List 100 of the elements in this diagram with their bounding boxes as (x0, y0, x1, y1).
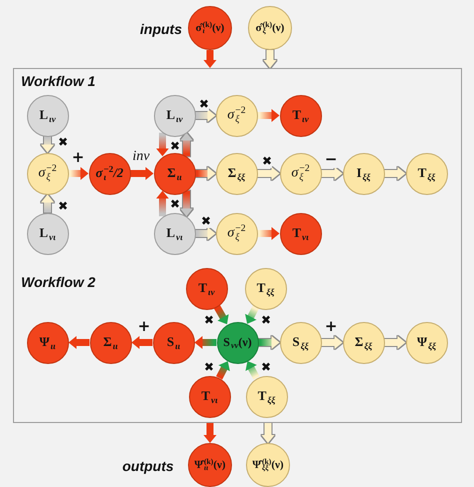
node-label: σ$_{ι}$$^{−2}$/2 (96, 165, 124, 182)
node-label: Ψ$_{ιι}$ (39, 334, 56, 351)
variable-node (216, 94, 258, 136)
variable-node (152, 322, 194, 364)
variable-node (154, 152, 196, 194)
node-label: T$_{νι}$ (292, 225, 309, 242)
arrow (180, 132, 193, 156)
edge-label: ✖ (198, 97, 210, 111)
node-label: Σ$_{ιι}$ (103, 334, 118, 351)
variable-node (154, 94, 196, 136)
variable-node (88, 152, 130, 194)
output-node (246, 443, 290, 487)
variable-node (186, 268, 228, 310)
arrow (262, 423, 274, 443)
edge-label: ✖ (260, 360, 272, 374)
arrow (258, 109, 280, 122)
variable-node (154, 212, 196, 254)
frame-heading: Workflow 2 (21, 275, 96, 290)
variable-node (280, 212, 322, 254)
arrow (156, 132, 169, 156)
arrow (68, 336, 90, 349)
arrow (41, 194, 54, 212)
arrow (130, 167, 154, 180)
node-label: T$_{ξξ}$ (256, 280, 274, 297)
arrow (258, 227, 280, 240)
edge-label: ✖ (260, 313, 272, 327)
arrow (244, 306, 259, 326)
arrow (384, 336, 406, 349)
arrow (244, 359, 260, 380)
edge-label: ✖ (262, 154, 272, 168)
arrow (68, 167, 88, 180)
arrow (194, 336, 216, 349)
arrow (180, 190, 193, 216)
variable-node (26, 152, 68, 194)
variable-node (90, 322, 132, 364)
node-label: L$_{νι}$ (166, 225, 183, 242)
variable-node (216, 212, 258, 254)
variable-node (26, 212, 68, 254)
edge-label: ✖ (58, 199, 68, 213)
workflow-frame (13, 68, 462, 423)
frame-heading: Workflow 1 (21, 74, 96, 90)
node-label: L$_{ιν}$ (166, 107, 183, 124)
edge-label: ✖ (200, 214, 212, 228)
variable-node (244, 268, 286, 310)
arrow (204, 50, 216, 68)
variable-node (280, 322, 322, 364)
input-node (248, 6, 292, 50)
node-label: Σ$_{ιι}$ (167, 165, 182, 182)
variable-node (216, 152, 258, 194)
variable-node (342, 322, 384, 364)
arrow (258, 336, 280, 349)
node-label: L$_{ιν}$ (39, 107, 56, 124)
variable-node (342, 152, 384, 194)
arrow (196, 109, 216, 122)
arrow (156, 190, 169, 216)
edge-label: ✖ (204, 313, 214, 327)
input-node (188, 6, 232, 50)
variable-node (188, 376, 230, 418)
node-label: T$_{ιν}$ (292, 107, 309, 124)
node-label: T$_{νι}$ (201, 388, 218, 405)
io-label: inputs (140, 21, 182, 37)
arrow (196, 167, 216, 180)
node-label: S$_{ξξ}$ (292, 334, 309, 351)
variable-node (26, 94, 68, 136)
arrow (41, 136, 54, 152)
arrow (384, 167, 406, 180)
node-label: T$_{ξξ}$ (418, 165, 436, 182)
variable-node (246, 376, 288, 418)
node-label: L$_{νι}$ (39, 225, 56, 242)
variable-node (26, 322, 68, 364)
variable-node (280, 94, 322, 136)
node-label: σ̂$_{ι}$$^{(k)}$(ν) (196, 20, 224, 36)
arrow (322, 336, 342, 349)
edge-label: ✖ (170, 139, 180, 153)
arrow (132, 336, 152, 349)
output-node (188, 443, 232, 487)
variable-node (216, 322, 258, 364)
node-label: I$_{ξξ}$ (356, 165, 370, 182)
edge-label: ✖ (204, 360, 214, 374)
node-label: T$_{ξξ}$ (258, 388, 276, 405)
arrow (196, 227, 216, 240)
node-label: S$_{ιι}$ (166, 334, 180, 351)
arrow (322, 167, 342, 180)
node-label: Σ$_{ξξ}$ (354, 334, 372, 351)
arrow (214, 304, 230, 326)
arrow (216, 360, 231, 380)
node-label: T$_{ιν}$ (198, 280, 215, 297)
variable-node (406, 322, 448, 364)
variable-node (406, 152, 448, 194)
node-label: Σ$_{ξξ}$ (228, 165, 246, 182)
node-label: Ψ̂$_{ξξ}$$^{(k)}$(ν) (252, 458, 284, 472)
node-label: Ψ̂$_{ιι}$$^{(k)}$(ν) (194, 458, 226, 472)
node-label: S$_{νν}$(ν) (223, 334, 252, 350)
edge-label: ✖ (170, 197, 180, 211)
node-label: Ψ$_{ξξ}$ (416, 334, 436, 351)
arrow (258, 167, 280, 180)
edge-label: ✖ (58, 135, 68, 149)
variable-node (280, 152, 322, 194)
node-label: σ̂$_{ξ}$$^{(k)}$(ν) (256, 20, 284, 36)
arrow (264, 50, 276, 68)
